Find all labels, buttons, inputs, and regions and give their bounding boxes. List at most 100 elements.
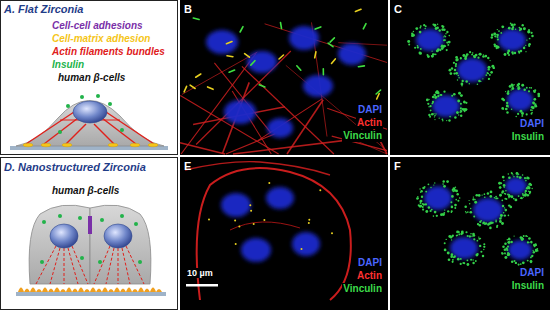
insulin-stain <box>485 74 487 76</box>
insulin-stain <box>527 241 529 243</box>
insulin-stain <box>531 255 533 257</box>
figure-panel: EDAPIActinVinculin10 µm <box>180 157 388 310</box>
insulin-stain <box>455 65 457 67</box>
insulin-stain <box>467 211 469 213</box>
insulin-stain <box>469 51 471 53</box>
insulin-stain <box>464 262 466 264</box>
nucleus-stain <box>508 240 532 260</box>
cell-label: human β-cells <box>58 72 125 84</box>
vinculin-stain <box>363 24 366 29</box>
insulin-stain <box>455 187 457 189</box>
insulin-stain <box>530 32 532 34</box>
insulin-stain <box>455 72 458 75</box>
insulin-stain <box>462 262 464 264</box>
insulin-stain <box>491 34 492 35</box>
insulin-stain <box>431 51 432 52</box>
insulin-stain <box>508 27 511 30</box>
insulin-stain <box>511 89 512 90</box>
insulin-stain <box>459 197 461 199</box>
vinculin-stain <box>208 219 210 221</box>
insulin-stain <box>477 57 479 59</box>
insulin-stain <box>508 54 510 56</box>
insulin-stain <box>449 35 451 37</box>
insulin-stain <box>504 187 505 188</box>
insulin-stain <box>518 264 520 266</box>
insulin-stain <box>461 83 464 86</box>
nucleus-stain <box>432 95 460 117</box>
nucleus-stain <box>457 58 487 82</box>
actin-stain <box>230 222 300 230</box>
insulin-stain <box>504 252 506 254</box>
insulin-stain <box>464 206 467 209</box>
nanostructure-bumps <box>18 288 162 293</box>
insulin-stain <box>483 243 485 245</box>
cell-body <box>29 205 90 284</box>
insulin-stain <box>473 56 476 59</box>
insulin-stain <box>436 91 439 94</box>
insulin-stain <box>442 180 444 182</box>
insulin-stain <box>473 234 476 237</box>
insulin-stain <box>487 192 490 195</box>
insulin-stain <box>452 261 454 263</box>
insulin-stain <box>500 214 503 217</box>
insulin-stain <box>451 253 454 256</box>
legend-text: Insulin <box>52 59 84 71</box>
insulin-stain <box>510 241 513 244</box>
insulin-stain <box>419 52 422 55</box>
insulin-stain <box>531 35 533 37</box>
insulin-stain <box>506 102 508 104</box>
insulin-stain <box>528 183 531 186</box>
insulin-stain <box>496 36 498 38</box>
insulin-stain <box>424 28 425 29</box>
insulin-stain <box>499 186 502 189</box>
insulin-stain <box>434 115 436 117</box>
insulin-stain <box>433 24 436 27</box>
nucleus-stain <box>473 198 503 222</box>
insulin-stain <box>530 261 532 263</box>
insulin-stain <box>471 54 473 56</box>
vinculin-stain <box>253 223 255 225</box>
insulin-stain <box>519 27 522 30</box>
insulin-stain <box>489 60 490 61</box>
insulin-stain <box>422 203 424 205</box>
insulin-stain <box>454 207 456 209</box>
legend-text: Actin filaments bundles <box>52 46 165 58</box>
vinculin-stain <box>279 55 284 59</box>
insulin-stain <box>440 94 442 96</box>
insulin-stain <box>515 29 516 30</box>
insulin-stain <box>508 241 511 244</box>
insulin-stain <box>518 86 520 88</box>
channel-label: DAPI <box>357 257 383 269</box>
insulin-stain <box>513 23 515 25</box>
insulin-stain <box>482 255 484 257</box>
insulin-stain <box>502 98 504 100</box>
insulin-stain <box>497 29 498 30</box>
vinculin-stain <box>301 248 303 250</box>
insulin-stain <box>484 196 486 198</box>
insulin-stain <box>463 101 466 104</box>
insulin-stain <box>494 33 496 35</box>
insulin-stain <box>446 31 448 33</box>
insulin-granules <box>58 94 124 134</box>
insulin-stain <box>497 34 499 36</box>
insulin-stain <box>460 263 462 265</box>
insulin-stain <box>506 104 509 107</box>
substrate <box>10 146 168 150</box>
insulin-stain <box>469 203 471 205</box>
insulin-stain <box>524 194 527 197</box>
insulin-stain <box>419 52 422 55</box>
insulin-stain <box>510 195 513 198</box>
vinculin-stain <box>355 9 361 11</box>
insulin-stain <box>498 30 500 32</box>
insulin-stain <box>504 249 507 252</box>
insulin-stain <box>499 217 502 220</box>
insulin-stain <box>523 89 526 92</box>
insulin-stain <box>482 55 485 58</box>
insulin-stain <box>429 116 431 118</box>
insulin-stain <box>482 222 484 224</box>
insulin-stain <box>532 101 535 104</box>
insulin-stain <box>508 238 511 241</box>
nucleus-stain <box>505 177 527 195</box>
insulin-stain <box>453 62 455 64</box>
insulin-stain <box>456 58 459 61</box>
